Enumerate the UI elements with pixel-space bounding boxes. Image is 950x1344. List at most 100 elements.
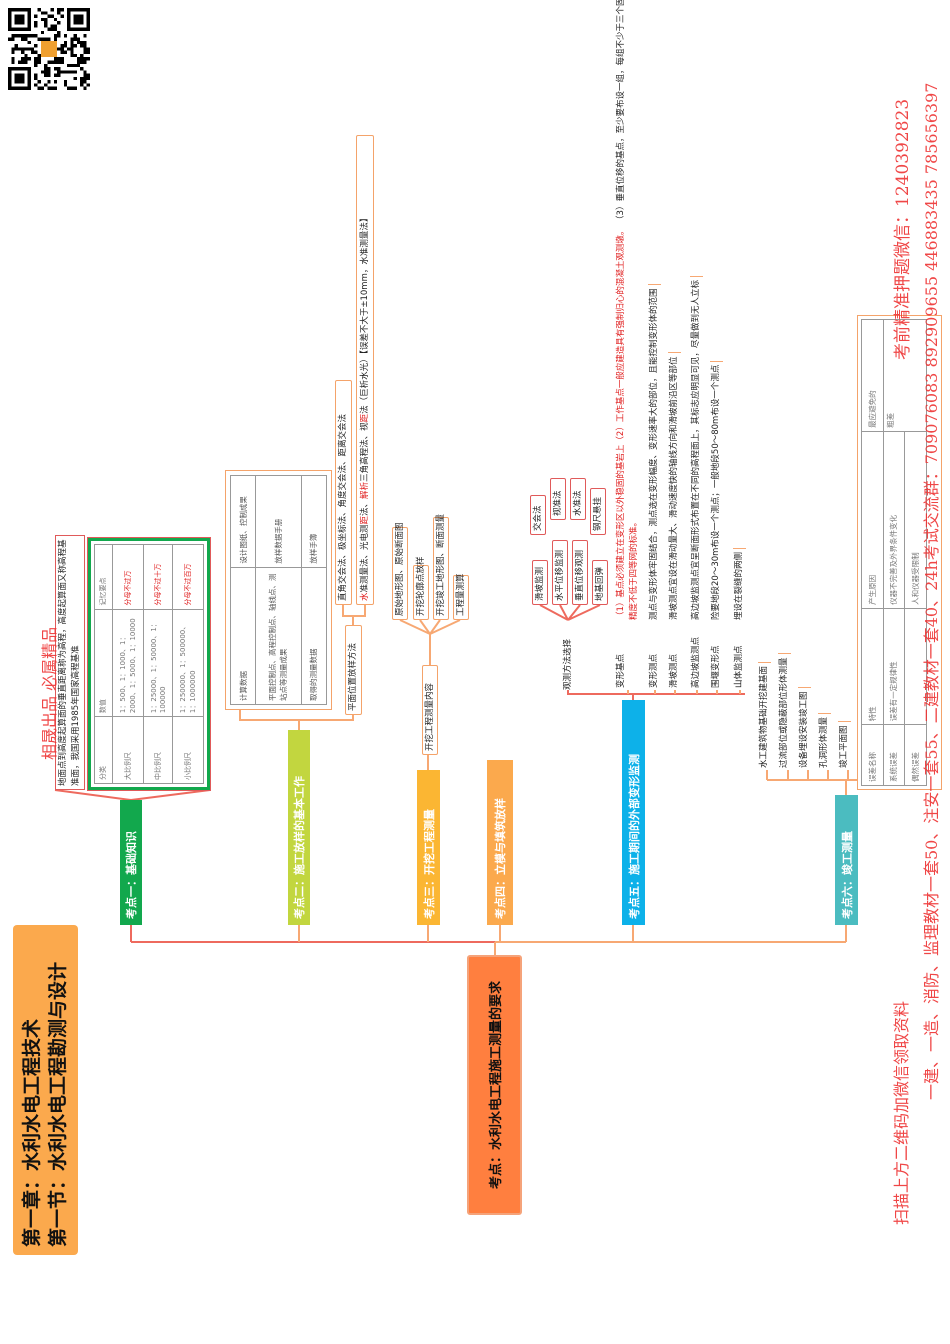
excavation-content-node[interactable]: 开挖工程测量内容 <box>422 665 438 755</box>
deformation-point-detail: 测点与变形体牢固结合，测点选在变形幅度、变形速率大的部位，且能控制变形体的范围 <box>648 284 661 620</box>
deformation-point-detail: 滑坡测点宜设在滑动量大、滑动速度快的轴线方向和滑坡前沿区等部位 <box>668 352 681 620</box>
wechat-watermark: 考前精准押题微信：1240392823 <box>893 98 913 360</box>
completion-survey-item[interactable]: 水工建筑物基础开挖建基面 <box>758 661 771 768</box>
excavation-item[interactable]: 开挖轮廓点放样 <box>413 556 429 620</box>
method-fragment: 法、 <box>359 498 370 516</box>
topic-4-node[interactable]: 考点四：立模与填筑放样 <box>487 760 513 925</box>
monitoring-method[interactable]: 交会法 <box>530 495 546 535</box>
method-fragment: 准测量法、光电测 <box>359 524 370 593</box>
completion-survey-item[interactable]: 过流部位或隐蔽部位形体测量 <box>778 653 791 768</box>
method-fragment: 法（巨析水光）【误差不大于±10mm，水准测量法】 <box>359 213 370 414</box>
table-cell: 仪器不完善及外界条件变化 <box>883 431 905 609</box>
monitoring-method[interactable]: 视准法 <box>550 478 566 520</box>
plane-method-list[interactable]: 直角交会法、极坐标法、角度交会法、距离交会法 <box>335 380 352 605</box>
table-header: 分类 <box>94 716 113 784</box>
deformation-point-label[interactable]: 山体监测点 <box>734 645 744 688</box>
table-header-row: 误差名称特性产生原因最应避免的 <box>861 319 884 786</box>
method-fragment: 三角高程法、视 <box>359 422 370 482</box>
table-cell: 1：250000、1：500000、1：1000000 <box>172 609 204 717</box>
deformation-point-label[interactable]: 滑坡测点 <box>669 653 679 688</box>
method-fragment: 距 <box>359 515 370 525</box>
scan-qr-watermark: 扫描上方二维码加微信领取资料 <box>892 1000 911 1225</box>
detail-text: （3）垂直位移的基点，至少要布设一组，每组不少于三个固定点 <box>616 0 626 224</box>
method-text: 直角交会法、极坐标法、角度交会法、距离交会法 <box>337 414 350 601</box>
monitoring-method[interactable]: 钢尺悬挂 <box>590 488 606 535</box>
central-topic[interactable]: 考点：水利水电工程施工测量的要求 <box>467 955 522 1215</box>
monitoring-type[interactable]: 垂直位移观测 <box>572 540 588 605</box>
elevation-method-list[interactable]: 水准测量法、光电测距法、解析三角高程法、视距法（巨析水光）【误差不大于±10mm… <box>356 135 374 605</box>
deformation-point-detail: （1）基点必须建立在变形区以外稳固的基岩上（2）工作基点一般应建造具有强制归心的… <box>615 0 641 620</box>
monitoring-method[interactable]: 水准法 <box>570 478 586 520</box>
table-header: 特性 <box>861 608 884 725</box>
table-cell: 放样手簿 <box>301 475 327 568</box>
monitoring-type[interactable]: 水平位移监测 <box>552 540 568 605</box>
monitoring-type[interactable]: 滑坡监测 <box>532 560 548 605</box>
table-cell: 平面控制点、高程控制点、轴线点、测站点等测量成果 <box>255 567 302 705</box>
topic-3-node[interactable]: 考点三：开挖工程测量 <box>417 770 440 925</box>
setting-out-data-table: 计算数据设计图纸、控制成果 平面控制点、高程控制点、轴线点、测站点等测量成果放样… <box>225 470 332 710</box>
topic-6-node[interactable]: 考点六：竣工测量 <box>835 795 858 925</box>
observation-method-node[interactable]: 观测方法选择 <box>563 638 573 690</box>
excavation-item[interactable]: 工程量测算 <box>453 573 469 620</box>
topic-1-node[interactable]: 考点一：基础知识 <box>120 800 142 925</box>
topic-5-node[interactable]: 考点五：施工期间的外部变形监测 <box>622 700 645 925</box>
table-row: 系统误差误差有一定规律性仪器不完善及外界条件变化粗差 <box>883 319 927 786</box>
title-line-1: 第一章：水利水电工程技术 <box>21 1018 43 1247</box>
table-header: 误差名称 <box>861 724 884 786</box>
monitoring-type[interactable]: 地基回弹 <box>592 560 608 605</box>
method-fragment: 距 <box>359 413 370 423</box>
deformation-point-detail: 高边坡监测点宜呈断面形式布置在不同的高程面上，其标志应明显可见，尽量做到无人立标 <box>690 275 703 620</box>
deformation-point-label[interactable]: 变形基点 <box>616 653 626 688</box>
table-cell: 分母不过万 <box>112 544 144 610</box>
excavation-item[interactable]: 开挖竣工地形图、断面测量 <box>433 514 449 620</box>
chapter-title: 第一章：水利水电工程技术 第一节：水利水电工程勘测与设计 <box>13 925 78 1255</box>
detail-red: （1）基点必须建立在变形区以外稳固的基岩上（2）工作基点一般应建造具有强制归心的… <box>616 226 626 620</box>
qr-code <box>8 8 90 90</box>
deformation-point-label[interactable]: 高边坡监测点 <box>691 636 701 688</box>
table-header-row: 分类数值记忆要点 <box>94 544 113 784</box>
table-cell: 取得的测量数据 <box>301 567 327 705</box>
table-cell: 大比例尺 <box>112 716 144 784</box>
table-cell: 放样数据手册 <box>255 475 302 568</box>
table-cell: 中比例尺 <box>143 716 173 784</box>
excavation-item[interactable]: 原始地形图、原始断面图 <box>392 522 408 620</box>
ads-watermark: 一建、一造、消防、监理教材一套50、注安一套55、二建教材一套40、24h考试交… <box>922 82 941 1100</box>
table-cell: 系统误差 <box>883 724 905 786</box>
table-cell: 设计图纸、控制成果 <box>230 475 256 568</box>
deformation-point-label[interactable]: 围堰变形点 <box>711 645 721 688</box>
table-cell: 计算数据 <box>230 567 256 705</box>
completion-survey-item[interactable]: 孔洞形体测量 <box>818 712 831 768</box>
method-fragment: 直角交会法、极坐标法、角度交会法、距离交会法 <box>338 413 348 601</box>
method-fragment: 水 <box>359 592 370 601</box>
method-fragment: 解析 <box>359 481 370 499</box>
table-header: 最应避免的 <box>861 319 884 432</box>
table-header: 记忆要点 <box>94 544 113 610</box>
method-text: 水准测量法、光电测距法、解析三角高程法、视距法（巨析水光）【误差不大于±10mm… <box>359 214 372 601</box>
deformation-point-detail: 埋设在裂缝的两侧 <box>733 547 746 620</box>
table-cell: 误差有一定规律性 <box>883 608 905 725</box>
table-row: 取得的测量数据放样手簿 <box>301 475 327 705</box>
deformation-point-detail: 险要地段20～30m布设一个测点；一般地段50～80m布设一个测点 <box>710 360 723 620</box>
table-row: 平面控制点、高程控制点、轴线点、测站点等测量成果放样数据手册 <box>255 475 302 705</box>
brand-watermark: 相晟出品 必属精品 <box>40 626 59 760</box>
table-cell: 小比例尺 <box>172 716 204 784</box>
table-cell: 分母不过百万 <box>172 544 204 610</box>
table-header: 数值 <box>94 609 113 717</box>
table-cell: 1：500、1：1000、1：2000、1：5000、1：10000 <box>112 609 144 717</box>
table-cell: 1：25000、1：50000、1：100000 <box>143 609 173 717</box>
completion-survey-item[interactable]: 竣工平面图 <box>838 721 851 768</box>
plane-position-method-node[interactable]: 平面位置放样方法 <box>345 625 362 715</box>
deformation-point-label[interactable]: 变形测点 <box>649 653 659 688</box>
table-header: 产生原因 <box>861 431 884 609</box>
completion-survey-item[interactable]: 设备埋设安装竣工图 <box>798 687 811 768</box>
table-cell: 分母不过十万 <box>143 544 173 610</box>
topic-2-node[interactable]: 考点二：施工放样的基本工作 <box>288 730 310 925</box>
title-line-2: 第一节：水利水电工程勘测与设计 <box>47 961 69 1247</box>
detail-red: 精度不低于四等网的标准。 <box>629 517 639 620</box>
